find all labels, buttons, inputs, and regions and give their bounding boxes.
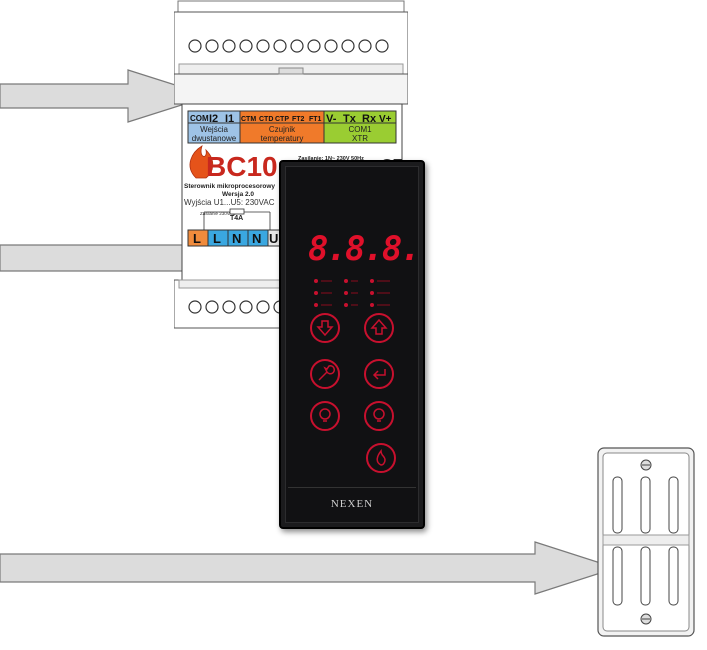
down-button[interactable] (310, 313, 340, 343)
back-button[interactable] (364, 359, 394, 389)
fuse-supply-label: Zasilanie 230VAC (200, 211, 236, 216)
group-inputs-line2: dwustanowe (192, 134, 237, 143)
top-screw-row (188, 39, 389, 53)
terminal-ctm: CTM (241, 116, 256, 123)
outputs-spec: Wyjścia U1...U5: 230VAC (184, 198, 275, 207)
group-sensor-line1: Czujnik (269, 125, 296, 134)
terminal-tx: Tx (343, 113, 357, 125)
panel-face: 8.8.8. (285, 166, 421, 523)
brand-logo: NEXEN (330, 498, 374, 510)
subtitle-version: Wersja 2.0 (222, 191, 254, 198)
led-display: 8.8.8. (308, 229, 421, 269)
lamp-button-1[interactable] (310, 401, 340, 431)
group-sensor-line2: temperatury (261, 134, 304, 143)
arrow-up-icon (370, 318, 388, 335)
terminal-ctp: CTP (275, 116, 289, 123)
indicator-icons (314, 279, 390, 307)
service-button[interactable] (310, 359, 340, 389)
terminal-n2: N (252, 231, 261, 246)
terminal-ctd: CTD (259, 116, 273, 123)
terminal-n1: N (232, 231, 241, 246)
wrench-icon (318, 365, 336, 381)
terminal-i1: I1 (225, 113, 234, 125)
terminal-com: COM (190, 114, 209, 123)
terminal-l2: L (213, 231, 221, 246)
flame-icon (376, 448, 386, 466)
flame-icon (189, 145, 214, 179)
terminal-v-plus: V+ (379, 114, 392, 125)
terminal-i2: I2 (209, 113, 218, 125)
return-icon (372, 369, 386, 380)
nexen-control-panel: 8.8.8. (279, 160, 425, 529)
terminal-v-minus: V- (326, 113, 337, 125)
lamp-icon (319, 408, 331, 422)
supply-spec: Zasilanie: 1N~ 230V 50Hz (298, 156, 364, 162)
arrow-down-icon (316, 320, 334, 337)
bc10-logo: BC10 (206, 151, 278, 182)
subtitle-controller: Sterownik mikroprocesorowy (184, 183, 275, 190)
group-com-line1: COM1 (348, 125, 372, 134)
group-com-line2: XTR (352, 134, 368, 143)
lamp-button-2[interactable] (364, 401, 394, 431)
arrow-top (0, 69, 212, 123)
up-button[interactable] (364, 313, 394, 343)
fuse-label: T4A (230, 215, 243, 222)
terminal-ft1: FT1 (309, 116, 322, 123)
terminal-ft2: FT2 (292, 116, 305, 123)
group-inputs-line1: Wejścia (200, 125, 228, 134)
arrow-bottom (0, 541, 618, 595)
burner-button[interactable] (366, 443, 396, 473)
temperature-sensor (597, 447, 695, 637)
lamp-icon (373, 408, 385, 422)
terminal-l1: L (193, 231, 201, 246)
terminal-rx: Rx (362, 113, 377, 125)
